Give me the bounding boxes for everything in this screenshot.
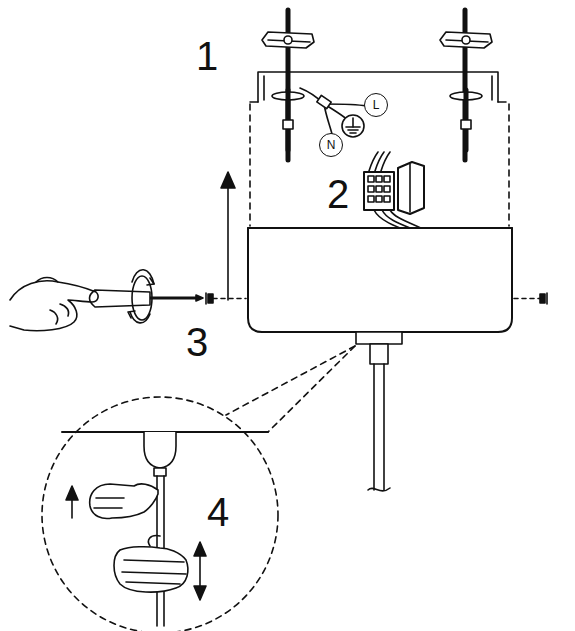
wire-terminal: L (364, 93, 388, 117)
wire-terminal: N (319, 133, 343, 157)
callout-number: 2 (327, 174, 349, 214)
callout-number: 4 (207, 492, 229, 532)
callout-number: 1 (196, 36, 218, 76)
terminal-letter: N (327, 139, 336, 151)
callout-number: 3 (186, 322, 208, 362)
terminal-letter: L (373, 99, 380, 111)
